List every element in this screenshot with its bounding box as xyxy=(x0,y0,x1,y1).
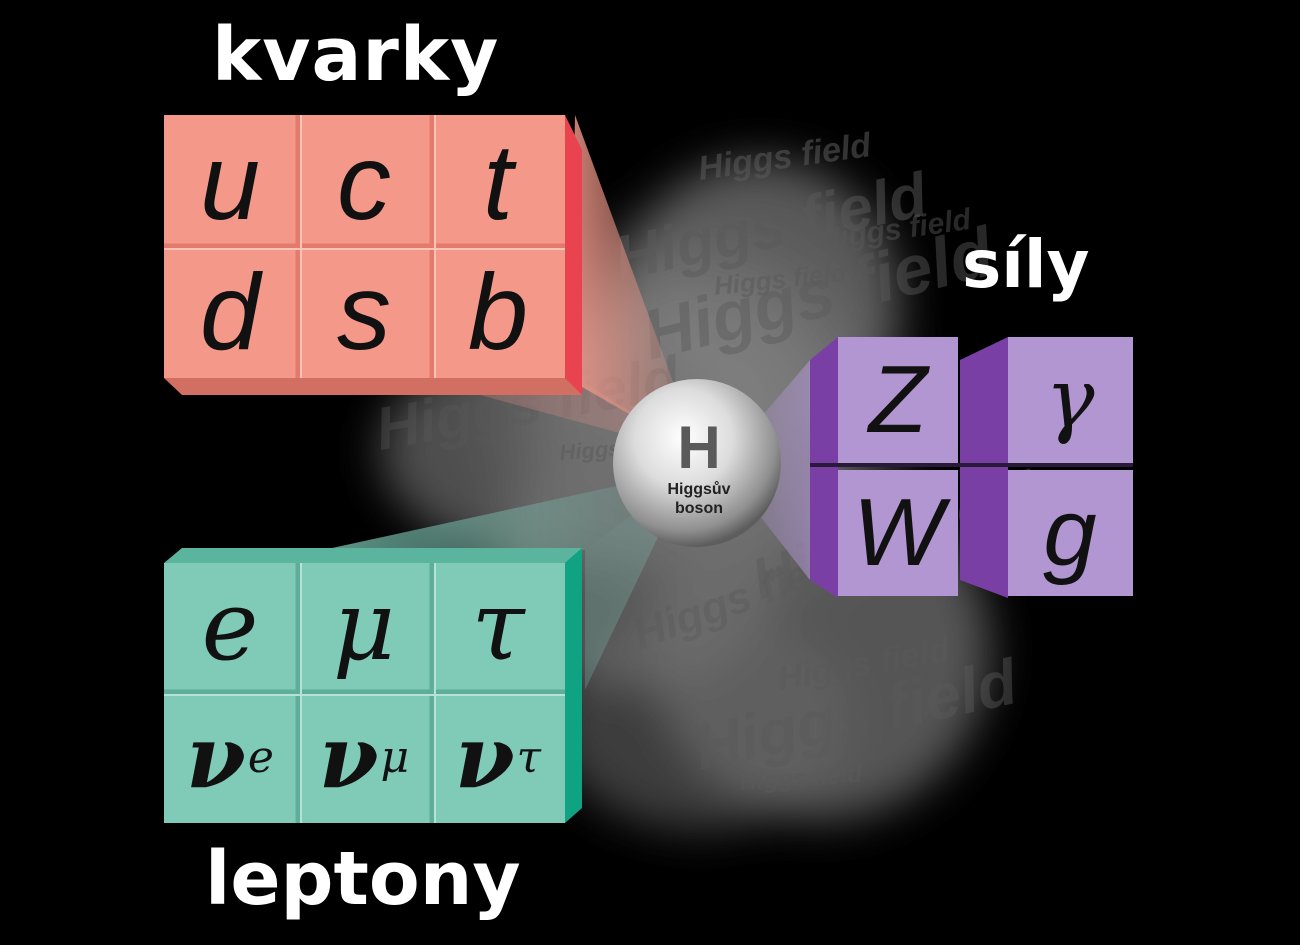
neutrino-subscript: μ xyxy=(380,732,410,783)
higgs-boson-label: Higgsův boson xyxy=(644,480,754,518)
neutrino-subscript: e xyxy=(247,732,274,783)
quark-down: d xyxy=(199,251,261,372)
lepton-beam xyxy=(300,470,690,555)
boson-photon: γ xyxy=(1045,352,1095,447)
quark-beam xyxy=(570,115,700,455)
lepton-muon: μ xyxy=(332,570,396,682)
leptons-title: leptony xyxy=(205,836,521,922)
neutrino-symbol: ν xyxy=(186,707,246,808)
quark-block xyxy=(164,115,582,395)
neutrino-subscript: τ xyxy=(516,732,541,783)
higgs-boson-sphere xyxy=(613,379,781,547)
boson-block xyxy=(810,337,1133,598)
neutrino-symbol: ν xyxy=(318,707,379,808)
lepton-electron: e xyxy=(201,570,259,682)
higgs-symbol: H xyxy=(677,414,721,481)
quark-top: t xyxy=(482,121,513,242)
lepton-tau: τ xyxy=(471,570,525,682)
quark-charm: c xyxy=(337,121,391,242)
lepton-block xyxy=(164,548,582,823)
boson-gluon: g xyxy=(1043,479,1097,586)
higgs-label-line2: boson xyxy=(675,500,723,517)
higgs-label-line1: Higgsův xyxy=(667,481,731,498)
quark-bottom: b xyxy=(467,251,529,372)
boson-z: Z xyxy=(868,346,928,453)
quark-up: u xyxy=(199,121,261,242)
quark-strange: s xyxy=(337,251,391,372)
forces-title: síly xyxy=(962,226,1090,303)
boson-w: W xyxy=(852,479,944,586)
neutrino-symbol: ν xyxy=(454,707,515,808)
quarks-title: kvarky xyxy=(212,12,500,98)
